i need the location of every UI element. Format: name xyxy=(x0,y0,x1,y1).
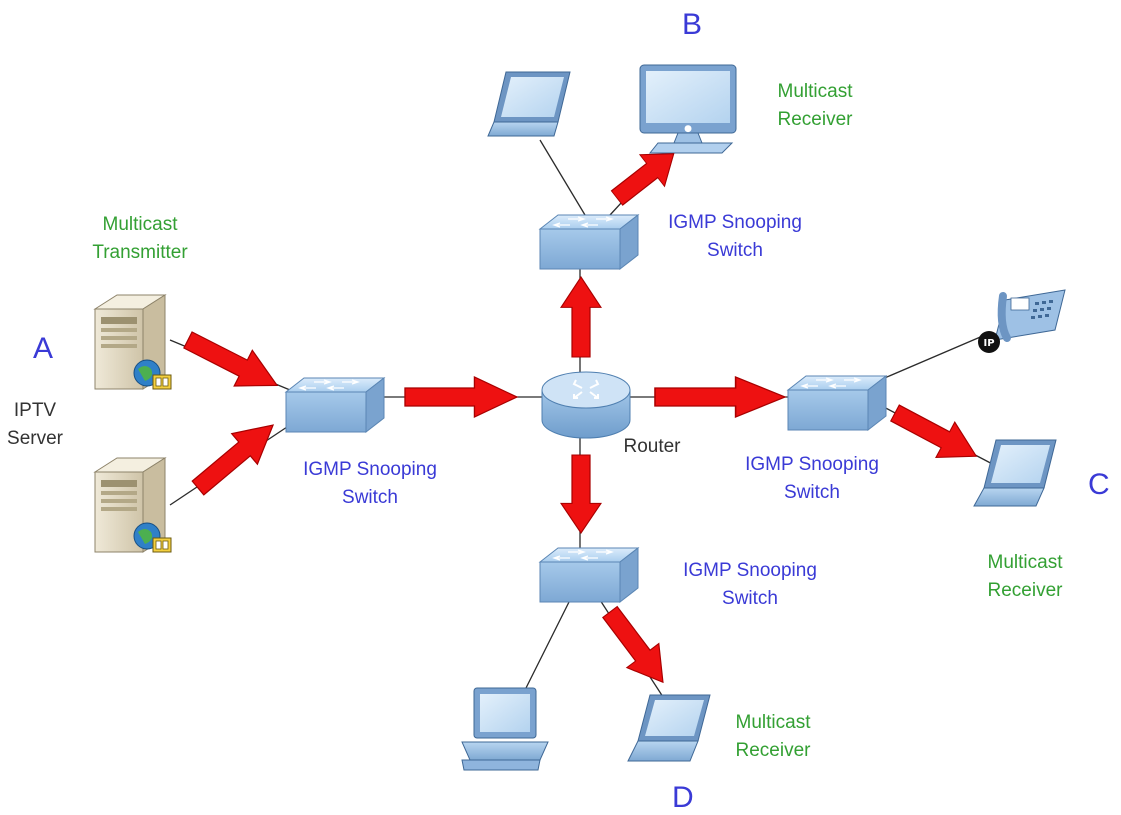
arrow-router-to-bottom-switch xyxy=(560,454,602,534)
ip-phone-icon: IP xyxy=(978,289,1066,353)
receiver-label-d-line2: Receiver xyxy=(735,740,811,761)
switch-label-right: IGMP Snooping Switch xyxy=(722,451,902,507)
transmitter-label-line1: Multicast xyxy=(102,214,178,235)
router-label: Router xyxy=(623,436,681,457)
link-right-switch-phone xyxy=(879,334,986,381)
switch-label-bottom-line2: Switch xyxy=(722,588,778,609)
receiver-label-c-line2: Receiver xyxy=(987,580,1063,601)
switch-icon-bottom xyxy=(538,546,640,604)
switch-label-top-line2: Switch xyxy=(707,240,763,261)
receiver-label-b-line1: Multicast xyxy=(777,81,853,102)
link-bottom-switch-desktop xyxy=(524,599,571,691)
server-icon xyxy=(93,457,172,553)
link-top-switch-laptop xyxy=(539,139,586,216)
receiver-label-c-line1: Multicast xyxy=(987,552,1063,573)
switch-label-left-line2: Switch xyxy=(342,487,398,508)
switch-label-left-line1: IGMP Snooping xyxy=(303,459,437,480)
node-letter-c: C xyxy=(1088,468,1110,501)
svg-text:●: ● xyxy=(684,124,692,134)
receiver-label-b: Multicast Receiver xyxy=(755,78,875,134)
imac-icon: ● xyxy=(639,64,737,154)
laptop-icon xyxy=(973,439,1057,507)
server-icon xyxy=(93,294,172,390)
iptv-server-label-line1: IPTV xyxy=(13,400,57,421)
switch-label-bottom-line1: IGMP Snooping xyxy=(683,560,817,581)
laptop-icon xyxy=(627,694,711,762)
switch-label-left: IGMP Snooping Switch xyxy=(280,456,460,512)
switch-icon-top xyxy=(538,213,640,271)
arrow-bottom-switch-to-laptop xyxy=(593,599,680,695)
desktop-icon xyxy=(461,687,549,771)
node-letter-b: B xyxy=(682,8,703,41)
arrow-router-to-right-switch xyxy=(654,376,786,418)
transmitter-label: Multicast Transmitter xyxy=(70,211,210,267)
node-letter-d: D xyxy=(672,781,694,814)
iptv-server-label: IPTV Server xyxy=(0,397,70,453)
switch-label-top: IGMP Snooping Switch xyxy=(645,209,825,265)
transmitter-label-line2: Transmitter xyxy=(92,242,188,263)
receiver-label-d-line1: Multicast xyxy=(735,712,811,733)
receiver-label-d: Multicast Receiver xyxy=(713,709,833,765)
switch-label-top-line1: IGMP Snooping xyxy=(668,212,802,233)
receiver-label-c: Multicast Receiver xyxy=(965,549,1085,605)
receiver-label-b-line2: Receiver xyxy=(777,109,853,130)
iptv-server-label-line2: Server xyxy=(7,428,63,449)
router-icon xyxy=(541,371,631,439)
arrow-switch-to-router xyxy=(404,376,518,418)
switch-label-right-line1: IGMP Snooping xyxy=(745,454,879,475)
node-letter-a: A xyxy=(33,332,54,365)
switch-label-bottom: IGMP Snooping Switch xyxy=(660,557,840,613)
arrow-server1-to-switch xyxy=(178,321,287,404)
svg-text:IP: IP xyxy=(983,338,994,349)
switch-label-right-line2: Switch xyxy=(784,482,840,503)
arrow-router-to-top-switch xyxy=(560,276,602,358)
switch-icon-right xyxy=(786,374,888,432)
laptop-icon xyxy=(487,71,571,137)
switch-icon-left xyxy=(284,376,386,434)
arrow-server2-to-switch xyxy=(184,409,287,504)
